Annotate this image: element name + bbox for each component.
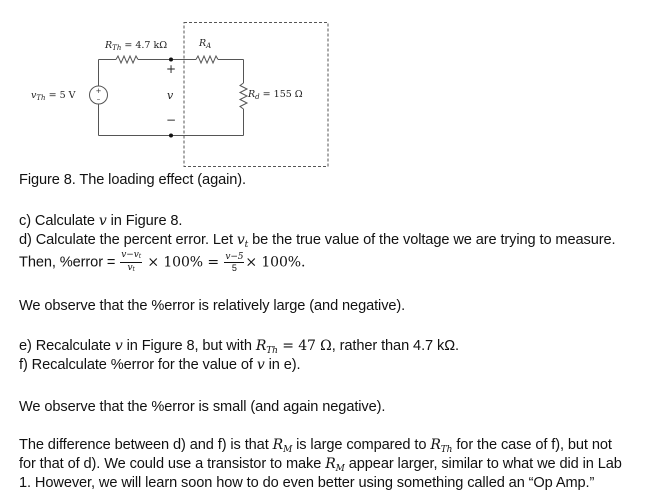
meter-box-dashed bbox=[183, 22, 329, 167]
difference-line-1: The difference between d) and f) is that… bbox=[19, 437, 612, 455]
svg-text:+: + bbox=[96, 87, 102, 95]
observation-2: We observe that the %error is small (and… bbox=[19, 399, 386, 415]
question-e: e) Recalculate v in Figure 8, but with R… bbox=[19, 338, 459, 356]
rth-resistor bbox=[115, 54, 139, 65]
ra-label: RA bbox=[199, 38, 212, 50]
circuit-schematic: + – bbox=[89, 22, 329, 167]
observation-1: We observe that the %error is relatively… bbox=[19, 298, 406, 314]
question-d-line1: d) Calculate the percent error. Let vt b… bbox=[19, 232, 616, 250]
circuit-diagram: + – RTh = 4.7 kΩ RA vTh = 5 V Rd = 155 Ω… bbox=[0, 0, 340, 170]
svg-text:–: – bbox=[97, 96, 101, 104]
v-label: v bbox=[167, 89, 174, 102]
minus-sign: − bbox=[166, 113, 177, 127]
difference-line-3: 1. However, we will learn soon how to do… bbox=[19, 475, 595, 491]
rd-label: Rd = 155 Ω bbox=[248, 89, 303, 101]
question-f: f) Recalculate %error for the value of v… bbox=[19, 357, 301, 373]
voltage-source bbox=[89, 85, 108, 105]
question-c: c) Calculate v in Figure 8. bbox=[19, 213, 183, 229]
vth-label: vTh = 5 V bbox=[31, 90, 76, 102]
rth-label: RTh = 4.7 kΩ bbox=[105, 40, 168, 52]
ra-resistor bbox=[195, 54, 219, 65]
node-bottom bbox=[169, 133, 173, 138]
difference-line-2: for that of d). We could use a transisto… bbox=[19, 456, 622, 474]
figure-caption: Figure 8. The loading effect (again). bbox=[19, 172, 246, 188]
rd-resistor bbox=[238, 82, 249, 110]
node-top bbox=[169, 57, 173, 62]
plus-sign: + bbox=[166, 62, 177, 76]
